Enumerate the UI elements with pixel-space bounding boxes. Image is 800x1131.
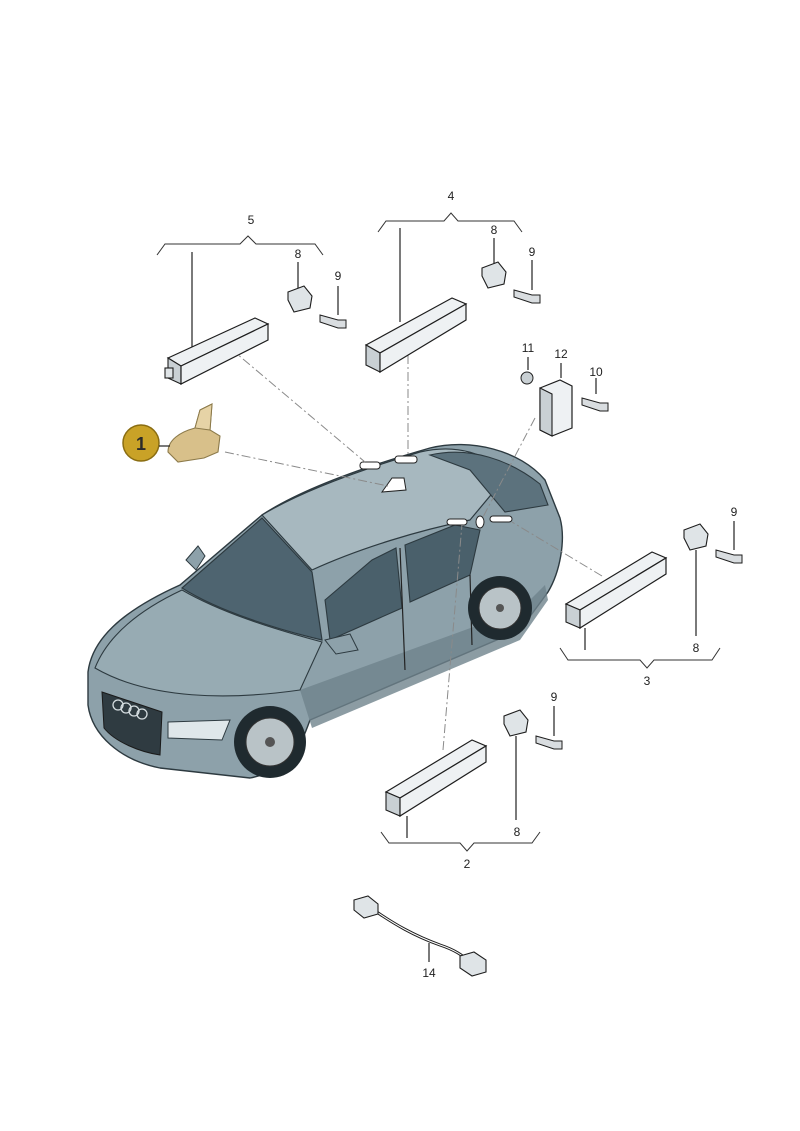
label-part-3: 3 <box>644 674 651 688</box>
part-1-badge <box>122 424 160 462</box>
antenna-module-assembly-2: 8 9 2 <box>380 690 563 871</box>
car-side-window-front <box>324 547 403 641</box>
label-part-12: 12 <box>554 347 568 361</box>
label-part-9: 9 <box>335 269 342 283</box>
label-part-8: 8 <box>295 247 302 261</box>
car-logo-rings <box>112 699 148 720</box>
label-part-2: 2 <box>464 857 471 871</box>
car-mirror-right <box>324 633 359 655</box>
label-part-8: 8 <box>514 825 521 839</box>
label-part-14: 14 <box>422 966 436 980</box>
car-grille <box>101 691 163 756</box>
label-part-11: 11 <box>522 341 535 355</box>
bracket-assembly-10-11-12: 11 12 10 <box>520 341 609 437</box>
label-part-4: 4 <box>448 189 455 203</box>
car-rear-wheel <box>468 576 532 640</box>
label-part-5: 5 <box>248 213 255 227</box>
label-part-9: 9 <box>529 245 536 259</box>
car-mirror-left <box>185 545 206 571</box>
car-side-lower <box>300 585 548 728</box>
reference-lines <box>224 347 603 751</box>
label-part-8: 8 <box>693 641 700 655</box>
roof-antenna-highlight <box>167 403 221 463</box>
label-part-8: 8 <box>491 223 498 237</box>
roof-antenna-part-1: 1 <box>122 403 221 463</box>
car-side-window-rear <box>404 524 481 603</box>
label-part-9: 9 <box>551 690 558 704</box>
car-hood <box>94 589 323 697</box>
car-rear-window <box>428 451 549 513</box>
car-illustration <box>87 443 563 779</box>
label-part-10: 10 <box>589 365 603 379</box>
car-front-wheel <box>234 706 306 778</box>
antenna-module-assembly-5: 5 8 9 <box>156 213 347 385</box>
antenna-module-assembly-3: 8 9 3 <box>559 505 743 688</box>
antenna-module-assembly-4: 4 8 9 <box>364 189 541 374</box>
car-windshield <box>180 517 323 641</box>
wiring-harness-part-14: 14 <box>353 895 487 980</box>
car-headlight <box>167 719 231 741</box>
label-part-9: 9 <box>731 505 738 519</box>
label-part-1: 1 <box>136 434 146 454</box>
